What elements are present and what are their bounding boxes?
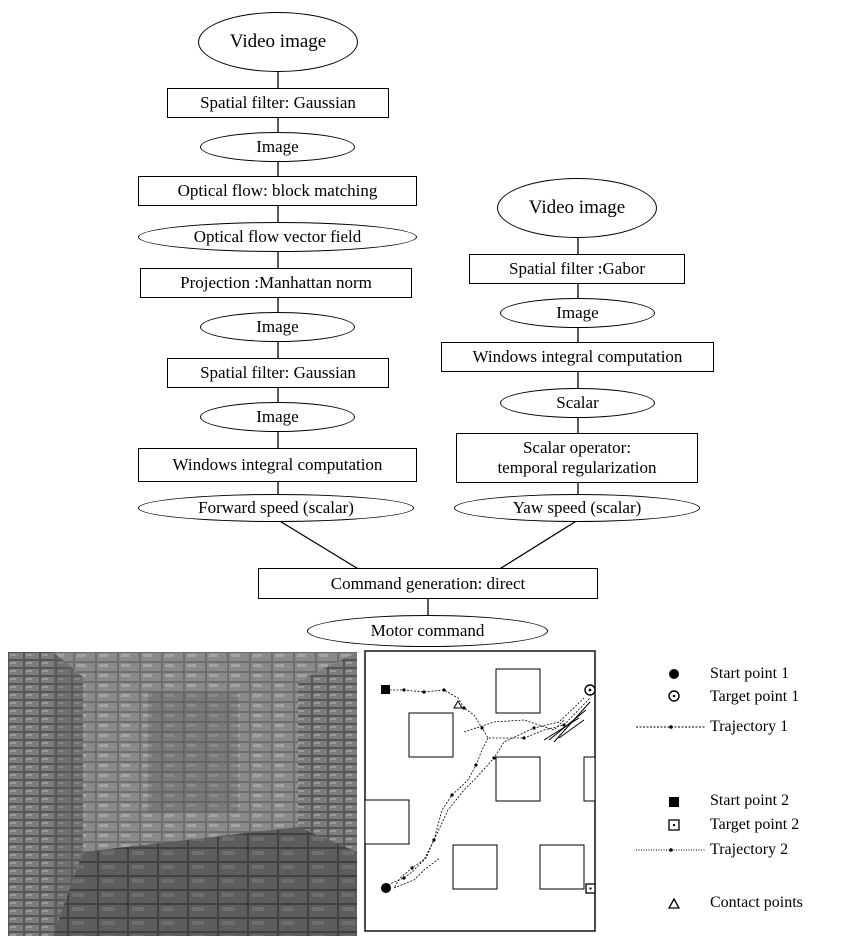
left-spatial-filter-gaussian-node-2: Spatial filter: Gaussian: [167, 358, 389, 388]
node-label: Command generation: direct: [330, 573, 526, 593]
start-point-2-marker: [381, 685, 390, 694]
optical-flow-vector-field-node: Optical flow vector field: [138, 222, 417, 252]
target-point-2-legend-icon: [668, 819, 680, 831]
node-label: Video image: [229, 31, 327, 52]
spatial-filter-gabor-node: Spatial filter :Gabor: [469, 254, 685, 284]
trajectory-points: [402, 688, 566, 880]
yaw-speed-node: Yaw speed (scalar): [454, 494, 700, 522]
obstacle: [452, 844, 498, 890]
obstacle: [539, 844, 585, 890]
projection-manhattan-norm-node: Projection :Manhattan norm: [140, 268, 412, 298]
optical-flow-block-matching-node: Optical flow: block matching: [138, 176, 417, 206]
node-label: Motor command: [370, 621, 485, 640]
node-label: Windows integral computation: [472, 347, 683, 366]
left-image-node-1: Image: [200, 132, 355, 162]
node-label: Forward speed (scalar): [198, 498, 354, 517]
motor-command-node: Motor command: [307, 615, 548, 647]
node-label: Image: [256, 407, 299, 426]
right-image-node: Image: [500, 298, 655, 328]
scalar-operator-node: Scalar operator: temporal regularization: [456, 433, 698, 483]
left-image-node-2: Image: [200, 312, 355, 342]
left-image-node-3: Image: [200, 402, 355, 432]
node-label: Spatial filter: Gaussian: [200, 93, 356, 112]
left-merge-line: [277, 519, 361, 571]
node-label: Image: [256, 137, 299, 156]
left-windows-integral-node: Windows integral computation: [138, 448, 417, 482]
node-label-line-1: Scalar operator:: [522, 438, 632, 457]
trajectory-plot: [364, 650, 596, 932]
node-label: Spatial filter :Gabor: [509, 259, 645, 278]
obstacle: [583, 756, 596, 802]
left-video-image-node: Video image: [198, 12, 358, 72]
obstacle: [364, 799, 410, 845]
start-point-2-legend-icon: [669, 797, 679, 807]
legend-start-point-1: Start point 1: [710, 665, 790, 682]
trajectory-1-path: [385, 697, 585, 889]
legend-start-point-2: Start point 2: [710, 792, 790, 809]
trajectory-2-path: [386, 689, 591, 889]
scalar-node: Scalar: [500, 388, 655, 418]
start-point-1-marker: [381, 883, 391, 893]
node-label: Scalar: [556, 393, 599, 412]
trajectory-1-legend-icon: [636, 725, 706, 729]
command-generation-node: Command generation: direct: [258, 568, 598, 599]
target-point-1-legend-icon: [668, 690, 680, 702]
contact-point-marker: [453, 699, 463, 709]
legend-trajectory-2: Trajectory 2: [710, 841, 789, 858]
node-label: Video image: [528, 197, 626, 218]
node-label: Image: [556, 303, 599, 322]
node-label: Optical flow vector field: [193, 227, 362, 246]
contact-points-legend-icon: [667, 897, 681, 909]
obstacle: [495, 756, 541, 802]
left-spatial-filter-gaussian-node: Spatial filter: Gaussian: [167, 88, 389, 118]
node-label: Spatial filter: Gaussian: [200, 363, 356, 382]
obstacle: [495, 668, 541, 714]
legend-target-point-2: Target point 2: [710, 816, 800, 833]
obstacle: [408, 712, 454, 758]
start-point-1-legend-icon: [669, 669, 679, 679]
legend-target-point-1: Target point 1: [710, 688, 800, 705]
legend-contact-points: Contact points: [710, 894, 803, 911]
legend-trajectory-1: Trajectory 1: [710, 718, 789, 735]
right-video-image-node: Video image: [497, 178, 657, 238]
trajectory-2-legend-icon: [636, 848, 706, 852]
node-label-line-2: temporal regularization: [497, 458, 657, 477]
node-label: Optical flow: block matching: [177, 181, 378, 200]
node-label: Image: [256, 317, 299, 336]
forward-speed-node: Forward speed (scalar): [138, 494, 414, 522]
right-windows-integral-node: Windows integral computation: [441, 342, 714, 372]
maze-corridor-image: [8, 652, 357, 936]
node-label: Yaw speed (scalar): [512, 498, 642, 517]
trajectory-cluster: [543, 701, 591, 743]
node-label: Projection :Manhattan norm: [180, 273, 372, 292]
right-merge-line: [497, 519, 579, 571]
node-label: Windows integral computation: [172, 455, 383, 474]
